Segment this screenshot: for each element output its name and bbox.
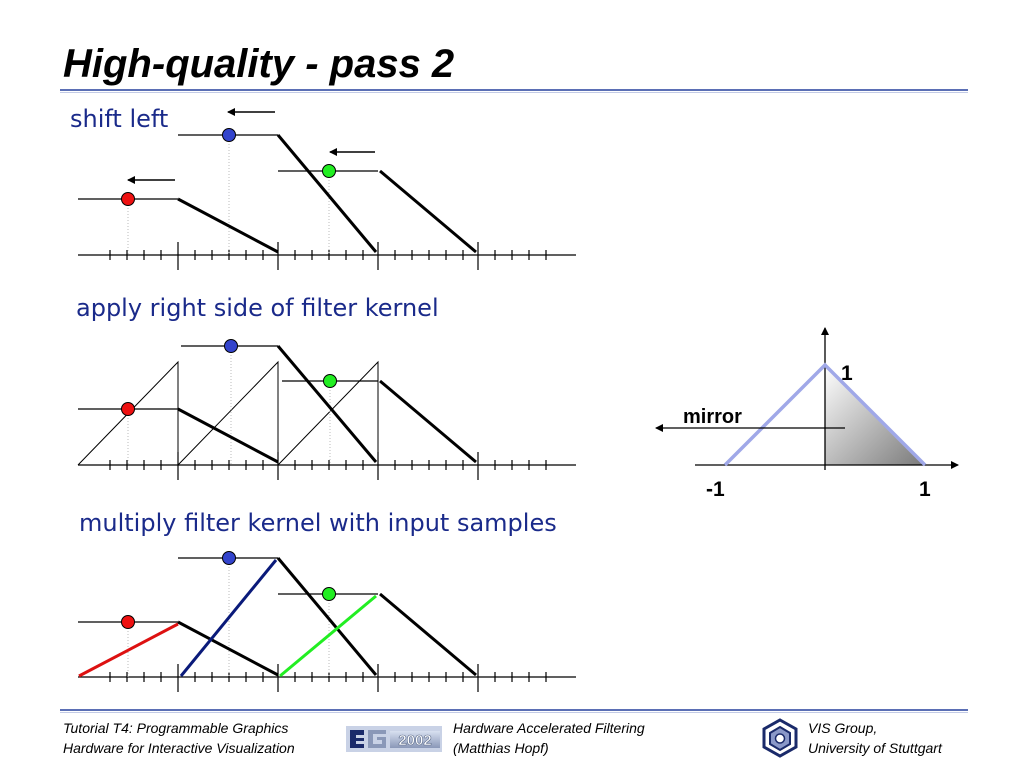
axis-1 [78,242,576,270]
footer-right-line1: VIS Group, [808,720,878,736]
panel-apply-kernel [77,339,576,480]
sample-dot-blue [224,339,238,353]
title-divider [60,89,968,93]
sample-dot-blue [222,128,236,142]
axis-3 [78,664,576,692]
axis-1-ticks [109,242,547,270]
kernel-slopes-2 [177,345,477,464]
section-label-shift-left: shift left [70,105,169,133]
eurographics-logo: 2002 [346,726,442,752]
footer-mid-line2: (Matthias Hopf) [453,740,549,756]
axis-2 [78,452,576,480]
sample-dot-green [322,587,336,601]
footer-right-line2: University of Stuttgart [808,740,942,756]
section-label-multiply: multiply filter kernel with input sample… [79,509,557,537]
slide-title: High-quality - pass 2 [63,42,455,86]
kernel-diagram: mirror 1 -1 1 [655,327,959,501]
product-line-red [78,622,179,678]
shift-arrows [127,108,375,184]
sample-dot-red [121,192,135,206]
sample-guides-2 [127,346,331,465]
sample-guides-1 [127,135,330,255]
sample-dot-green [322,164,336,178]
footer-left-line2: Hardware for Interactive Visualization [63,740,295,756]
vis-group-logo [762,718,798,758]
kernel-sawtooth [77,360,379,467]
sample-dot-red [121,402,135,416]
footer-mid-line1: Hardware Accelerated Filtering [453,720,645,736]
product-line-green [279,594,377,678]
panel-multiply [78,551,576,692]
kernel-right-label: 1 [919,478,931,501]
footer-left-line1: Tutorial T4: Programmable Graphics [63,720,289,736]
kernel-slopes-1 [177,134,477,254]
mirror-label: mirror [683,406,742,428]
footer-divider [60,709,968,713]
sample-dot-blue [222,551,236,565]
panel-shift-left [78,108,576,270]
kernel-left-label: -1 [706,478,725,501]
axis-2-ticks [109,452,547,480]
sample-dot-red [121,615,135,629]
logo-year-text: 2002 [398,732,431,749]
product-line-navy [179,559,278,677]
kernel-tent [723,362,927,467]
kernel-peak-label: 1 [841,362,853,385]
axis-3-ticks [109,664,547,692]
section-label-apply-kernel: apply right side of filter kernel [76,294,439,322]
sample-dot-green [323,374,337,388]
kernel-slopes-3 [177,557,477,677]
